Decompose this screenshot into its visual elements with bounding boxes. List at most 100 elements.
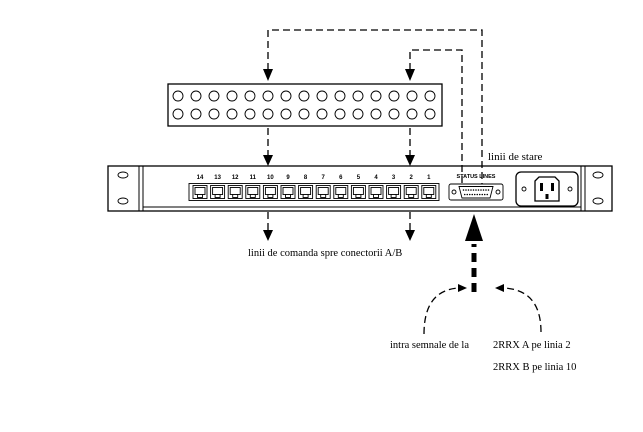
outer-loop-dashed-line [267,29,483,184]
patch-panel-socket [424,90,436,102]
rj45-port-latch [408,194,415,198]
incoming-signals-caption: intra semnale de la [390,340,469,351]
arrow-head-down [263,69,273,81]
connector-pin [466,193,469,196]
rj45-port-contacts [264,187,276,195]
patch-panel-socket [316,108,328,120]
patch-panel-socket [190,90,202,102]
arrow-head-down [405,230,415,241]
connector-pin [468,193,471,196]
connector-trapezoid [458,186,494,199]
rj45-port-contacts [300,187,312,195]
connector-screw [451,189,457,195]
patch-panel-socket [370,90,382,102]
arrow-head-down [263,230,273,241]
patch-panel-socket [280,108,292,120]
arrow-head-down [263,155,273,166]
rj45-port-contacts [194,187,206,195]
patch-panel-socket [352,108,364,120]
rj45-port-contacts [423,187,435,195]
incoming-signal-arrow-head [465,214,483,241]
patch-panel-socket [406,108,418,120]
port-number-label: 11 [250,175,257,181]
port-number-label: 9 [286,175,290,181]
rj45-port-latch [232,194,239,198]
rj45-port-latch [355,194,362,198]
connector-pin [486,193,489,196]
power-inlet-screw [521,186,527,192]
source-b-curved-line [503,287,542,333]
connector-pin [477,189,480,191]
source-b-caption: 2RRX B pe linia 10 [493,362,576,373]
connector-pin [471,193,474,196]
power-inlet-icon [515,171,579,207]
rj45-port-latch [337,194,344,198]
rj45-port-latch [390,194,397,198]
arrow-head-down [405,69,415,81]
command-lines-caption: linii de comanda spre conectorii A/B [248,248,402,259]
patch-panel-group [167,83,443,127]
rj45-port-contacts [229,187,241,195]
patch-panel-socket [370,108,382,120]
patch-panel-socket [334,90,346,102]
patch-panel-socket [388,90,400,102]
power-pin-earth [545,194,549,199]
port-number-label: 4 [374,175,378,181]
source-a-curved-line [423,287,460,335]
port-number-label: 5 [357,175,361,181]
connector-pin [481,193,484,196]
patch-panel-socket [316,90,328,102]
arrow-head-down [405,155,415,166]
power-pin-neutral [551,183,554,191]
status-lines-caption: linii de stare [488,151,542,163]
rj45-port-contacts [247,187,259,195]
connector-pin [467,189,470,191]
source-a-caption: 2RRX A pe linia 2 [493,340,571,351]
patch-panel-socket [172,90,184,102]
port-strip [188,183,440,201]
rj45-port-latch [302,194,309,198]
db25-connector-icon [448,183,504,201]
rj45-port-latch [373,194,379,198]
rj45-port-latch [267,194,274,198]
rj45-port-latch [425,194,432,198]
port-number-label: 2 [410,175,414,181]
port-number-label: 10 [267,175,274,181]
rj45-port-contacts [405,187,417,195]
patch-panel-sockets [172,90,436,120]
mounting-hole-icon [592,197,604,205]
connector-pin [478,193,481,196]
connector-pin [465,189,467,191]
rj45-port-latch [214,194,221,198]
patch-panel-socket [424,108,436,120]
status-lines-label: STATUS LINES [457,174,496,180]
patch-panel-socket [244,90,256,102]
patch-panel-socket [262,90,274,102]
rj45-port-contacts [370,187,382,195]
port-number-label: 14 [197,175,204,181]
patch-panel-socket [226,108,238,120]
arrow-head-left [495,284,504,292]
patch-panel-socket [280,90,292,102]
patch-panel-socket [208,108,220,120]
port-number-label: 3 [392,175,396,181]
rj45-port-latch [197,194,203,198]
rj45-port-contacts [388,187,400,195]
connector-pin [473,193,476,196]
patch-panel [167,83,443,127]
mounting-hole-icon [117,197,129,205]
patch-panel-socket [334,108,346,120]
connector-pins [462,189,490,196]
patch-panel-socket [208,90,220,102]
port-number-label: 6 [339,175,343,181]
arrow-head-right [458,284,467,292]
connector-pin [463,193,466,196]
port-number-label: 8 [304,175,308,181]
patch-panel-socket [298,108,310,120]
port-number-label: 12 [232,175,239,181]
connector-pin [470,189,472,191]
